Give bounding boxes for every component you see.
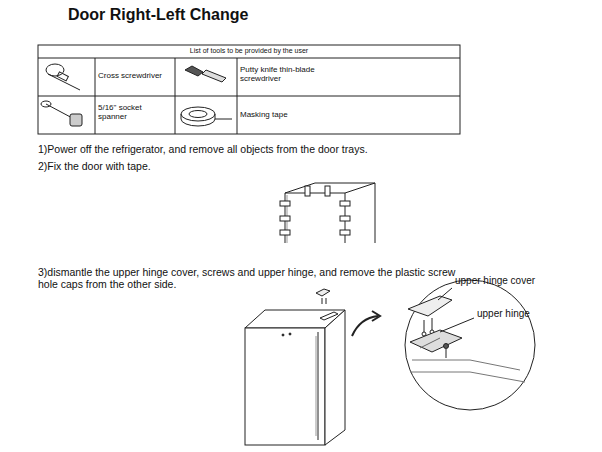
leader-line [440, 318, 474, 332]
masking-tape-icon [181, 107, 232, 126]
step-text: 3)dismantle the upper hinge cover, screw… [38, 266, 466, 290]
screwdriver-icon [46, 64, 80, 90]
hinge-parts [316, 289, 330, 304]
magnifier-circle [405, 280, 535, 410]
part-label: upper hinge cover [455, 275, 535, 287]
tool-name: 5/16" socket spanner [98, 103, 172, 121]
putty-knife-icon [185, 66, 226, 82]
step-text: 1)Power off the refrigerator, and remove… [38, 143, 558, 155]
leader-line [438, 288, 452, 300]
step-text: 2)Fix the door with tape. [38, 160, 338, 172]
tool-name: Masking tape [240, 110, 350, 119]
part-label: upper hinge [477, 308, 530, 320]
table-header: List of tools to be provided by the user [38, 47, 460, 55]
socket-spanner-icon [41, 101, 82, 126]
tool-name: Cross screwdriver [98, 71, 174, 80]
title: Door Right-Left Change [68, 6, 248, 24]
zoom-arrow [352, 311, 380, 336]
fridge-taped [280, 183, 375, 243]
tools-table [38, 45, 460, 134]
tool-name: Putty knife thin-blade screwdriver [240, 65, 350, 83]
fridge [245, 310, 345, 445]
